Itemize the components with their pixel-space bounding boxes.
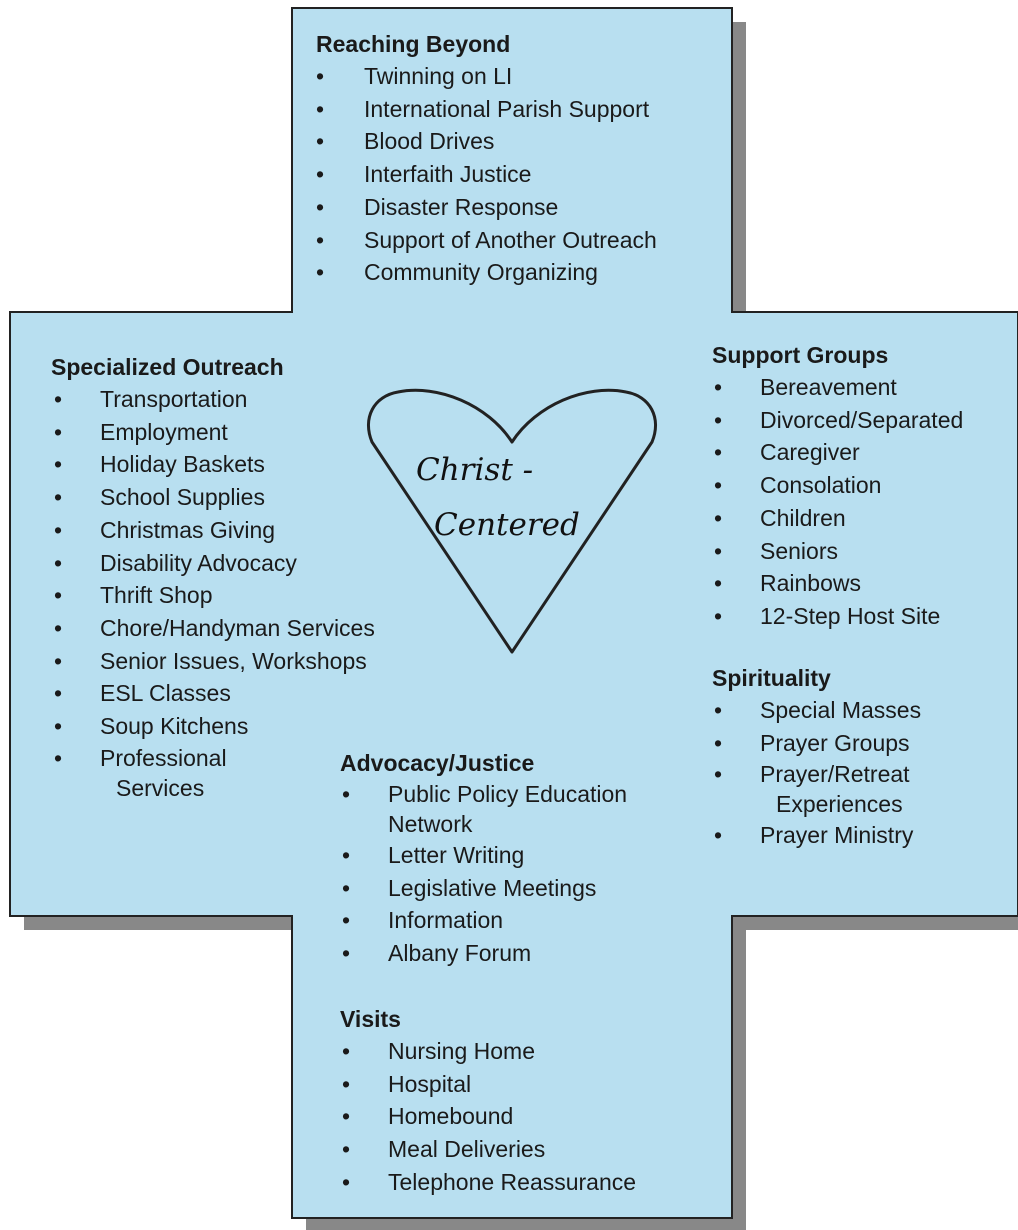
list-item: •Disaster Response [316, 193, 559, 220]
section-title-reaching-beyond: Reaching Beyond [316, 31, 511, 57]
list-item-continuation: Services [116, 774, 205, 801]
list-item: •Rainbows [714, 570, 861, 597]
list-item: •Caregiver [714, 439, 860, 466]
list-item: •Prayer Ministry [714, 822, 914, 849]
list-advocacy-justice: •Public Policy Education Network •Letter… [340, 779, 627, 970]
list-visits: •Nursing Home •Hospital •Homebound •Meal… [340, 1035, 636, 1199]
list-item-continuation: Experiences [776, 791, 903, 818]
heart-shape [366, 388, 658, 654]
list-item: •Prayer/Retreat [714, 761, 910, 788]
list-item: •Holiday Baskets [54, 451, 265, 478]
list-item: •International Parish Support [316, 95, 650, 122]
list-item: •Chore/Handyman Services [54, 614, 375, 641]
section-title-spirituality: Spirituality [712, 665, 831, 691]
section-title-advocacy-justice: Advocacy/Justice [340, 750, 535, 776]
list-item: •Seniors [714, 537, 838, 564]
list-item: •Telephone Reassurance [342, 1168, 637, 1195]
list-item: •Hospital [342, 1070, 472, 1097]
section-advocacy-justice: Advocacy/Justice •Public Policy Educatio… [340, 747, 627, 970]
list-item: •Letter Writing [342, 842, 525, 868]
list-item: •Thrift Shop [54, 582, 213, 609]
list-item: •Consolation [714, 472, 882, 499]
list-item: •Nursing Home [342, 1038, 535, 1064]
list-item: •Interfaith Justice [316, 161, 532, 188]
cross-shape [9, 7, 1018, 1219]
list-spirituality: •Special Masses •Prayer Groups •Prayer/R… [712, 694, 921, 852]
list-item: •12-Step Host Site [714, 602, 941, 629]
list-item: •Public Policy Education [342, 781, 628, 807]
list-item: •Bereavement [714, 374, 897, 400]
section-visits: Visits •Nursing Home •Hospital •Homeboun… [340, 1003, 636, 1199]
list-reaching-beyond: •Twinning on LI •International Parish Su… [316, 60, 657, 289]
section-spirituality: Spirituality •Special Masses •Prayer Gro… [712, 662, 921, 852]
list-item: •Senior Issues, Workshops [54, 647, 367, 674]
list-specialized-outreach: •Transportation •Employment •Holiday Bas… [51, 383, 375, 803]
list-item: •School Supplies [54, 484, 265, 511]
section-title-support-groups: Support Groups [712, 342, 889, 368]
list-item: •Professional [54, 744, 227, 771]
section-title-specialized-outreach: Specialized Outreach [51, 354, 284, 380]
list-item: •Meal Deliveries [342, 1136, 546, 1163]
heart-label-line1: Christ - [416, 452, 534, 488]
list-item: •ESL Classes [54, 680, 231, 707]
list-item: •Christmas Giving [54, 516, 276, 543]
section-specialized-outreach: Specialized Outreach •Transportation •Em… [51, 351, 375, 803]
list-item: •Divorced/Separated [714, 406, 964, 433]
heart-label-line2: Centered [434, 507, 580, 543]
list-item-continuation: Network [388, 811, 473, 837]
list-item: •Homebound [342, 1103, 514, 1130]
section-support-groups: Support Groups •Bereavement •Divorced/Se… [712, 339, 963, 633]
list-item: •Twinning on LI [316, 63, 513, 89]
list-item: •Blood Drives [316, 128, 495, 155]
list-item: •Albany Forum [342, 940, 532, 967]
list-item: •Community Organizing [316, 259, 598, 286]
list-item: •Legislative Meetings [342, 874, 597, 901]
list-item: •Support of Another Outreach [316, 226, 657, 253]
section-reaching-beyond: Reaching Beyond •Twinning on LI •Interna… [316, 28, 657, 289]
list-support-groups: •Bereavement •Divorced/Separated •Caregi… [712, 371, 963, 633]
list-item: •Disability Advocacy [54, 549, 297, 576]
list-item: •Information [342, 907, 504, 934]
list-item: •Special Masses [714, 697, 922, 723]
list-item: •Employment [54, 418, 228, 445]
section-title-visits: Visits [340, 1006, 401, 1032]
list-item: •Transportation [54, 386, 248, 412]
list-item: •Prayer Groups [714, 729, 910, 756]
list-item: •Soup Kitchens [54, 713, 249, 740]
list-item: •Children [714, 504, 846, 531]
